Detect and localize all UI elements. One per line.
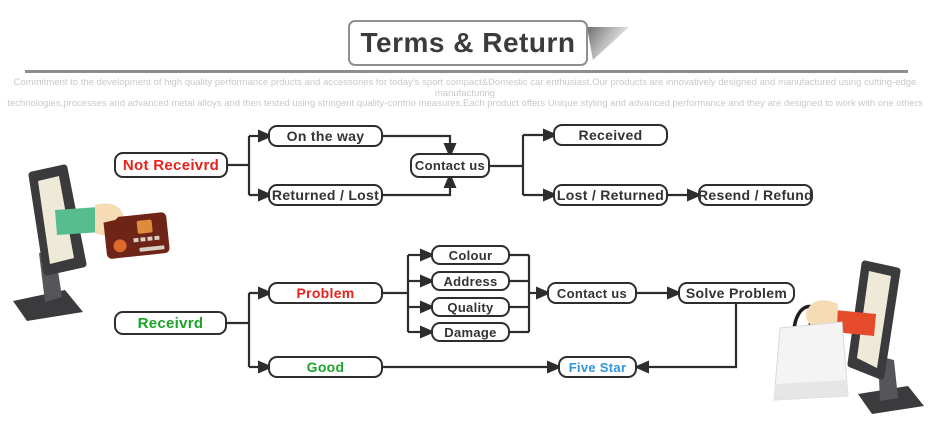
node-received: Received xyxy=(553,124,668,146)
node-received-state: Receivrd xyxy=(114,311,227,335)
node-contact-us-top: Contact us xyxy=(410,153,490,178)
hand-credit-card-icon xyxy=(55,203,170,259)
header-divider xyxy=(25,70,908,73)
hand-shopping-bag-icon xyxy=(773,300,876,401)
monitor-credit-card-illustration xyxy=(13,164,170,321)
node-problem: Problem xyxy=(268,282,383,304)
intro-paragraph: Commitment to the development of high qu… xyxy=(0,77,930,110)
monitor-shopping-bag-illustration xyxy=(773,260,924,414)
intro-line-1: Commitment to the development of high qu… xyxy=(13,77,917,99)
node-resend-refund: Resend / Refund xyxy=(698,184,813,206)
node-good: Good xyxy=(268,356,383,378)
node-lost-returned: Lost / Returned xyxy=(553,184,668,206)
node-solve-problem: Solve Problem xyxy=(678,282,795,304)
node-returned-lost: Returned / Lost xyxy=(268,184,383,206)
node-contact-us-bottom: Contact us xyxy=(547,282,637,304)
page-title: Terms & Return xyxy=(348,20,588,66)
node-on-the-way: On the way xyxy=(268,125,383,147)
intro-line-2: technologies,processes and advanced meta… xyxy=(7,98,923,109)
node-quality: Quality xyxy=(431,297,510,317)
node-damage: Damage xyxy=(431,322,510,342)
node-five-star: Five Star xyxy=(558,356,637,378)
node-address: Address xyxy=(431,271,510,291)
node-colour: Colour xyxy=(431,245,510,265)
node-not-received: Not Receivrd xyxy=(114,152,228,178)
